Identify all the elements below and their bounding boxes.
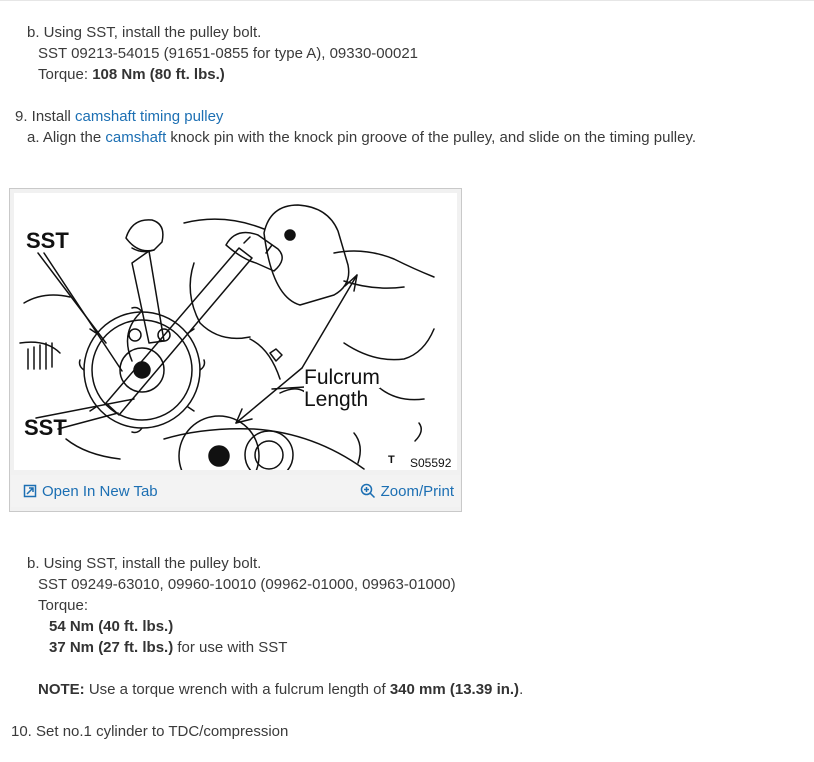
step-8b-instruction: b. Using SST, install the pulley bolt. [27,24,262,41]
step-9-prefix: 9. Install [15,108,76,125]
torque-label: Torque: [38,66,93,83]
step-9a-prefix: a. Align the [27,129,106,146]
camshaft-pulley-illustration: SST SST Fulcrum Length T S05592 [14,193,457,470]
step-8b-torque: Torque: 108 Nm (80 ft. lbs.) [38,65,225,85]
length-label: Length [304,388,369,411]
figure-container: SST SST Fulcrum Length T S05592 Open In … [9,188,462,512]
top-divider [0,0,814,1]
camshaft-timing-pulley-link[interactable]: camshaft timing pulley [75,108,224,125]
step-9b-torque-label: Torque: [38,597,89,614]
step-9b-torque-2: 37 Nm (27 ft. lbs.) for use with SST [49,638,287,658]
open-in-new-tab-button[interactable]: Open In New Tab [23,483,158,500]
open-in-new-tab-label: Open In New Tab [42,482,158,500]
note-text: Use a torque wrench with a fulcrum lengt… [84,681,390,698]
step-9-heading: 9. Install camshaft timing pulley [15,107,223,127]
step-9a-instruction: a. Align the camshaft knock pin with the… [27,128,696,148]
step-10-heading: 10. Set no.1 cylinder to TDC/compression [11,723,289,740]
step-9a-rest: knock pin with the knock pin groove of t… [166,129,697,146]
torque-1-value: 54 Nm (40 ft. lbs.) [49,618,174,635]
note-label: NOTE: [38,681,85,698]
sst-bottom-label: SST [24,415,67,440]
step-9b-torque-1: 54 Nm (40 ft. lbs.) [49,617,173,637]
step-9b-sst: SST 09249-63010, 09960-10010 (09962-0100… [38,576,456,593]
figure-code: S05592 [410,456,452,470]
open-new-tab-icon [23,484,37,498]
figure-code-t: T [388,454,395,466]
figure-action-bar: Open In New Tab Zoom/Print [11,475,460,507]
step-9b-note: NOTE: Use a torque wrench with a fulcrum… [38,680,523,700]
torque-2-suffix: for use with SST [173,639,288,656]
torque-2-value: 37 Nm (27 ft. lbs.) [49,639,174,656]
camshaft-link[interactable]: camshaft [105,129,167,146]
zoom-print-button[interactable]: Zoom/Print [360,483,454,500]
step-9b-instruction: b. Using SST, install the pulley bolt. [27,555,262,572]
note-value: 340 mm (13.39 in.) [389,681,520,698]
zoom-print-label: Zoom/Print [380,482,454,500]
fulcrum-label: Fulcrum [304,366,380,389]
sst-top-label: SST [26,228,69,253]
torque-value: 108 Nm (80 ft. lbs.) [92,66,225,83]
zoom-icon [360,483,375,499]
note-end: . [519,681,524,698]
step-8b-sst: SST 09213-54015 (91651-0855 for type A),… [38,45,419,62]
illustration-drawing [19,204,435,470]
